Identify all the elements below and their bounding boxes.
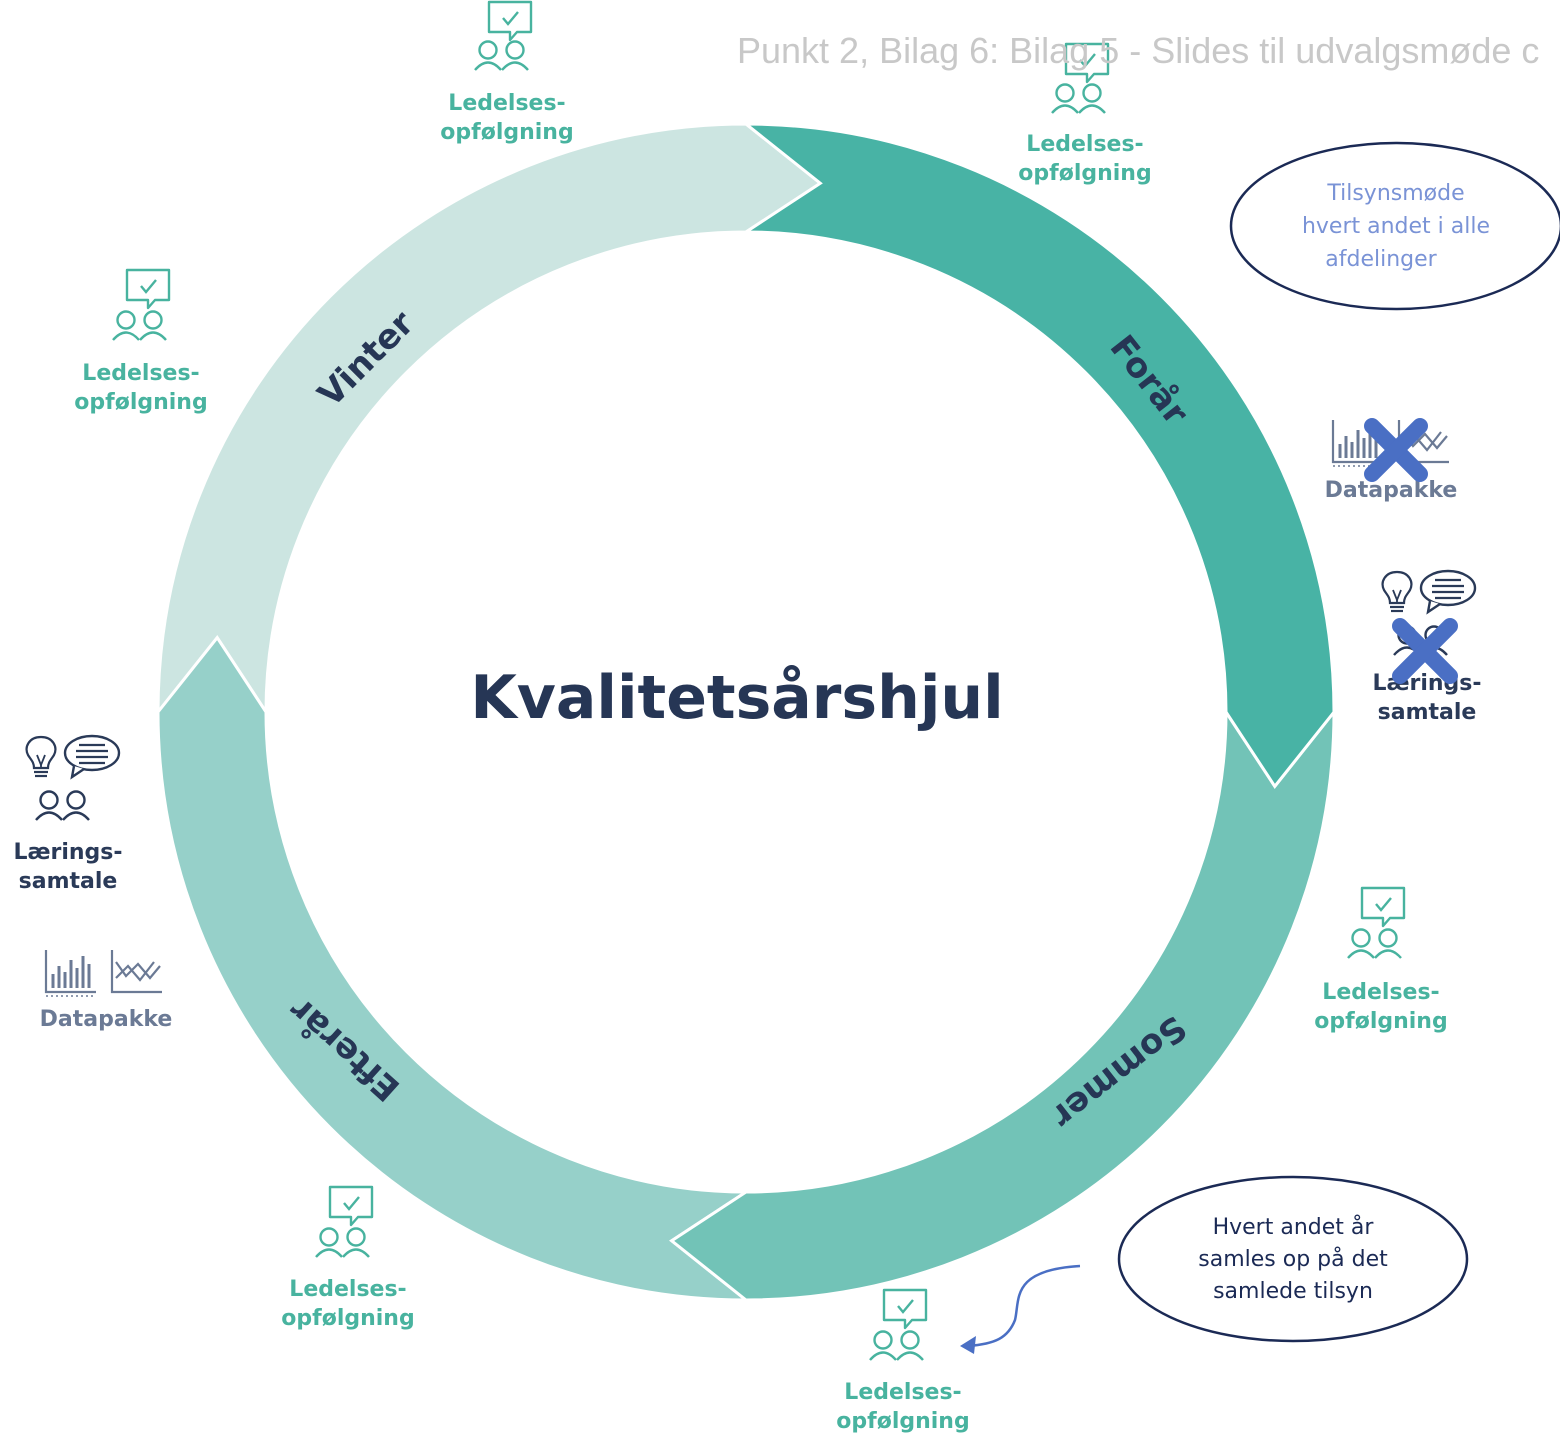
ledelses-icon-right [1346, 886, 1406, 960]
ledelses-icon-top [473, 0, 533, 72]
label-ledelses-top: Ledelses-opfølgning [440, 91, 574, 145]
note-tilsyn-text: Tilsynsmøde hvert andet i alle afdelinge… [1301, 181, 1491, 272]
cross-out-icon-laerings [1392, 618, 1458, 684]
note-ellipse-hvert-andet [1117, 1175, 1469, 1343]
datapakke-icon-left [44, 948, 164, 998]
ledelses-icon-bottomleft [314, 1185, 374, 1259]
ledelses-icon-bottom [868, 1288, 928, 1362]
label-ledelses-bottom: Ledelses-opfølgning [836, 1380, 970, 1434]
season-segment-efteraar [156, 635, 752, 1302]
label-datapakke-right: Datapakke [1324, 478, 1458, 503]
center-title: Kvalitetsårshjul [470, 663, 1003, 733]
cross-out-icon-datapakke [1364, 418, 1428, 482]
label-ledelses-bottomleft: Ledelses-opfølgning [281, 1277, 415, 1331]
laerings-icon-left [25, 734, 121, 822]
label-ledelses-left: Ledelses-opfølgning [74, 361, 208, 415]
ledelses-icon-left [111, 268, 171, 342]
label-ledelses-right: Ledelses-opfølgning [1314, 980, 1448, 1034]
label-laerings-left: Lærings-samtale [13, 840, 123, 894]
season-segment-sommer [669, 706, 1336, 1302]
document-watermark: Punkt 2, Bilag 6: Bilag 5 - Slides til u… [737, 30, 1540, 71]
label-ledelses-topright: Ledelses-opfølgning [1018, 132, 1152, 186]
note-ellipse-tilsyn [1229, 141, 1560, 311]
season-segment-vinter [156, 122, 823, 718]
label-datapakke-left: Datapakke [39, 1007, 173, 1032]
note-hvert-andet-text: Hvert andet år samles op på det samlede … [1198, 1215, 1388, 1304]
season-segment-foraar [740, 122, 1336, 789]
curved-arrow-head [960, 1336, 976, 1354]
label-laerings-right: Lærings-samtale [1372, 671, 1482, 725]
curved-arrow [967, 1264, 1081, 1348]
